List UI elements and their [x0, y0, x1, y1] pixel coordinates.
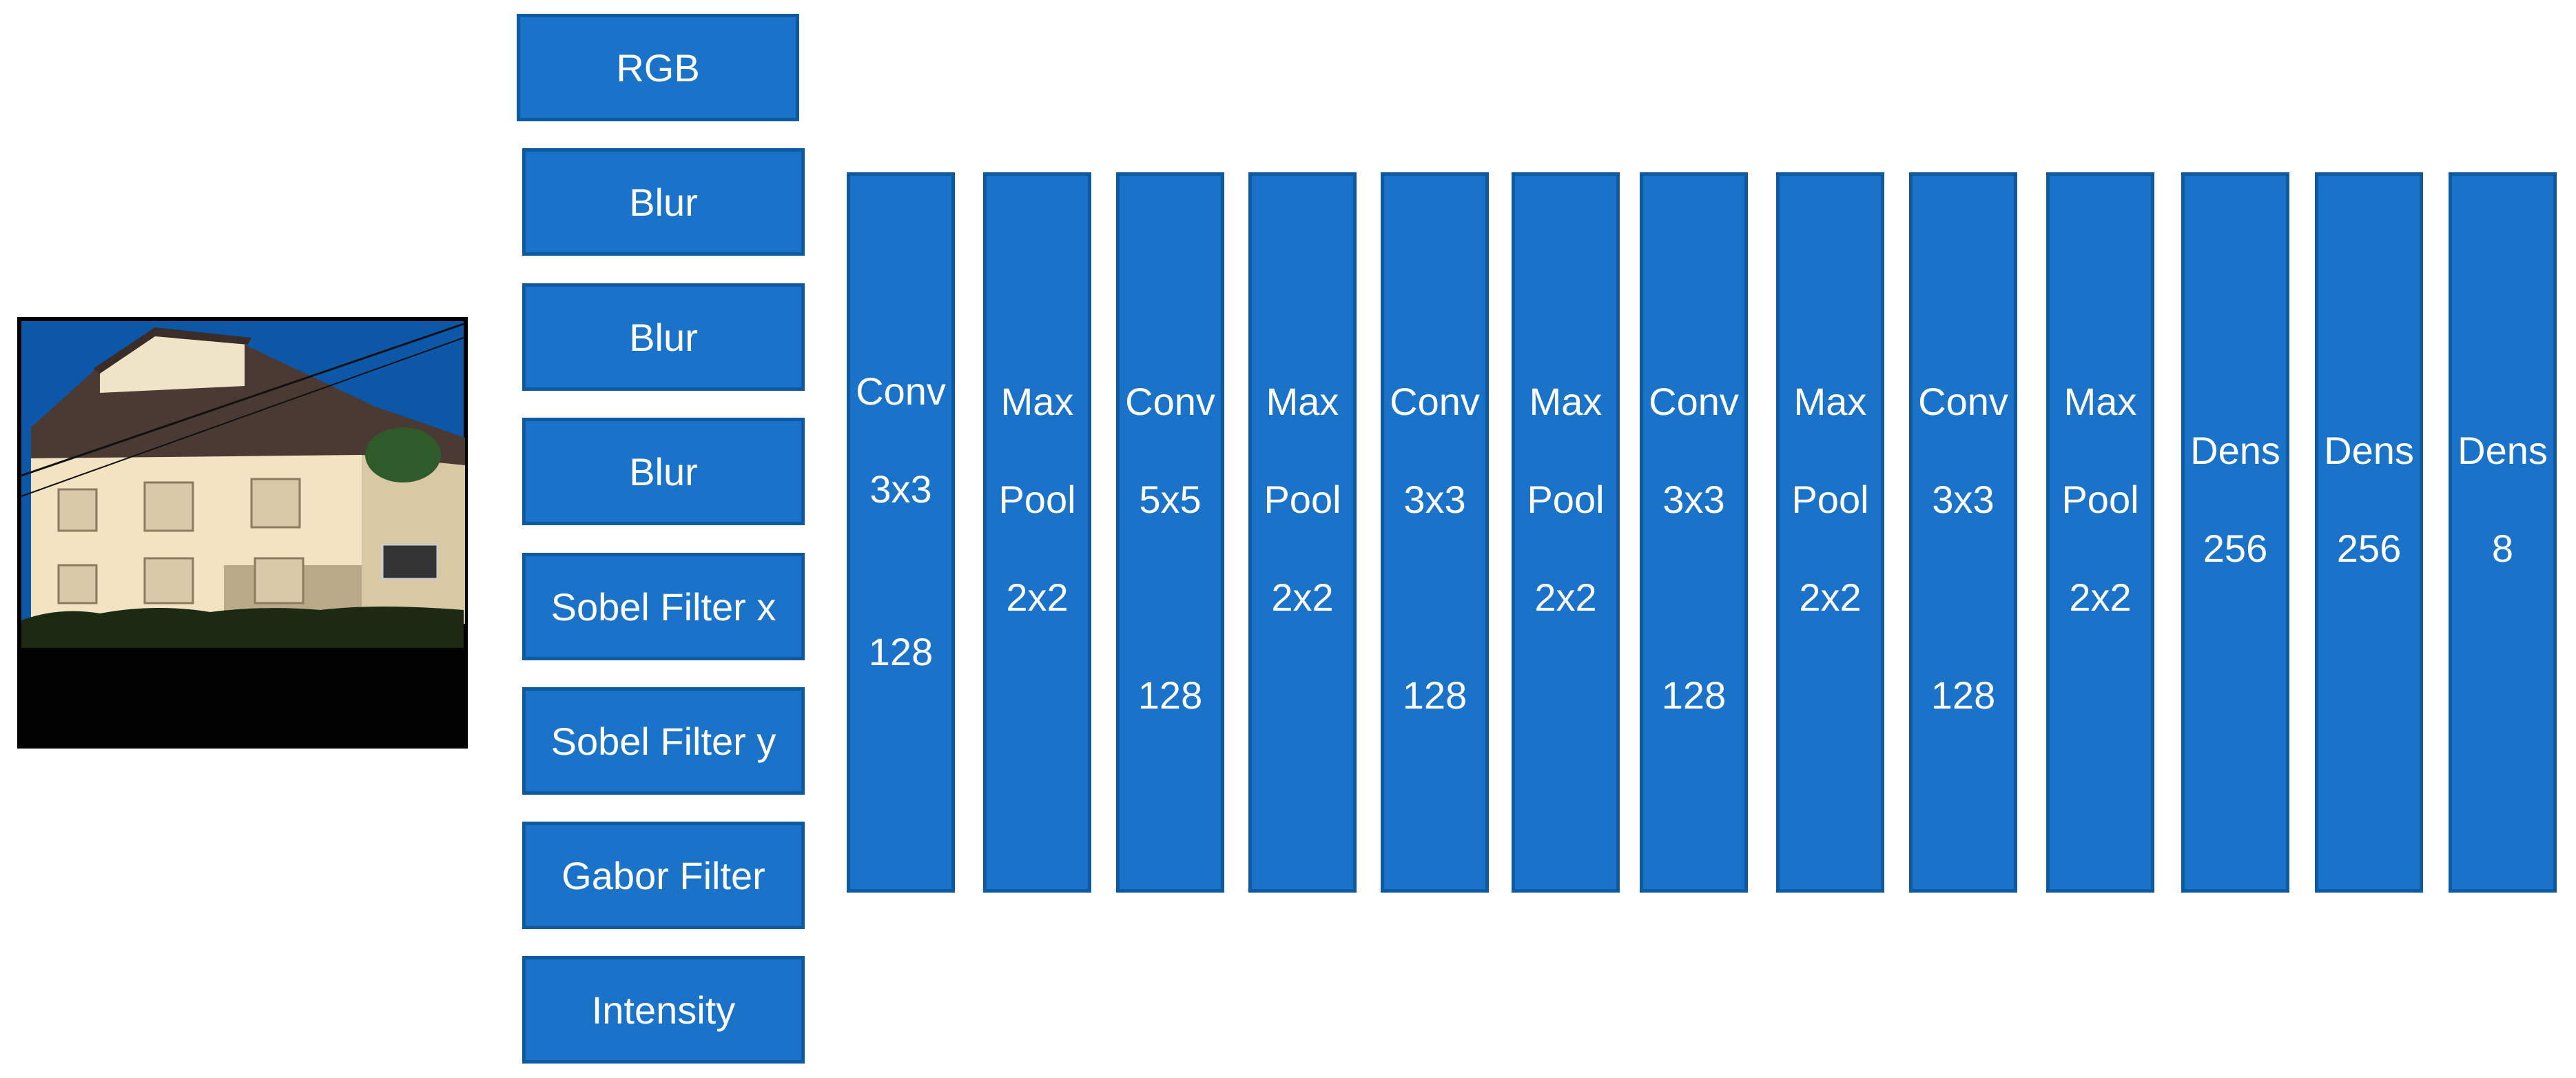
filter-gabor: Gabor Filter [522, 822, 805, 929]
filter-label: RGB [616, 45, 700, 90]
layer-type: Max [1529, 380, 1603, 423]
layer-conv-5: Conv 3x3 128 [1909, 172, 2017, 893]
layer-filters: 128 [1137, 673, 1203, 717]
filter-rgb: RGB [517, 14, 799, 121]
layer-conv-4: Conv 3x3 128 [1640, 172, 1748, 893]
layer-kernel: 3x3 [869, 467, 932, 511]
layer-kernel: 3x3 [1403, 478, 1466, 521]
layer-dense-output: Dens 8 [2449, 172, 2557, 893]
filter-label: Intensity [591, 988, 736, 1032]
layer-subtype: Pool [2061, 478, 2139, 521]
filter-label: Blur [629, 449, 698, 494]
layer-maxpool-3: Max Pool 2x2 [1512, 172, 1620, 893]
layer-subtype: Pool [1264, 478, 1341, 521]
layer-maxpool-4: Max Pool 2x2 [1776, 172, 1884, 893]
input-house-image [17, 317, 468, 749]
filter-blur-3: Blur [522, 418, 805, 525]
layer-maxpool-5: Max Pool 2x2 [2046, 172, 2154, 893]
layer-subtype: Pool [1791, 478, 1869, 521]
layer-kernel: 3x3 [1932, 478, 1995, 521]
layer-size: 2x2 [1271, 576, 1334, 619]
layer-units: 256 [2336, 527, 2402, 570]
layer-dense-1: Dens 256 [2181, 172, 2289, 893]
layer-size: 2x2 [2069, 576, 2132, 619]
layer-subtype: Pool [998, 478, 1076, 521]
filter-sobel-x: Sobel Filter x [522, 553, 805, 660]
house-photo-icon [17, 317, 468, 749]
filter-label: Sobel Filter x [550, 584, 776, 629]
layer-units: 256 [2203, 527, 2268, 570]
layer-type: Dens [2190, 429, 2280, 472]
layer-type: Conv [1390, 380, 1480, 423]
layer-size: 2x2 [1799, 576, 1862, 619]
layer-filters: 128 [1661, 673, 1727, 717]
filter-label: Blur [629, 180, 698, 224]
layer-type: Max [2063, 380, 2137, 423]
layer-conv-3: Conv 3x3 128 [1381, 172, 1489, 893]
layer-type: Conv [856, 369, 946, 413]
filter-blur-2: Blur [522, 283, 805, 391]
filter-label: Sobel Filter y [550, 719, 776, 763]
layer-maxpool-1: Max Pool 2x2 [983, 172, 1091, 893]
filter-intensity: Intensity [522, 956, 805, 1064]
layer-type: Conv [1918, 380, 2008, 423]
filter-blur-1: Blur [522, 148, 805, 256]
layer-type: Dens [2324, 429, 2414, 472]
layer-units: 8 [2491, 527, 2514, 570]
layer-filters: 128 [1402, 673, 1467, 717]
layer-size: 2x2 [1006, 576, 1069, 619]
layer-dense-2: Dens 256 [2315, 172, 2423, 893]
layer-filters: 128 [868, 630, 934, 673]
layer-type: Max [1000, 380, 1074, 423]
filter-label: Blur [629, 315, 698, 359]
layer-conv-1: Conv 3x3 128 [847, 172, 955, 893]
layer-type: Conv [1649, 380, 1739, 423]
layer-conv-2: Conv 5x5 128 [1116, 172, 1224, 893]
layer-size: 2x2 [1534, 576, 1597, 619]
layer-maxpool-2: Max Pool 2x2 [1248, 172, 1357, 893]
filter-label: Gabor Filter [561, 853, 765, 897]
layer-type: Max [1266, 380, 1339, 423]
layer-kernel: 3x3 [1662, 478, 1725, 521]
layer-filters: 128 [1930, 673, 1996, 717]
layer-type: Max [1793, 380, 1867, 423]
layer-type: Dens [2457, 429, 2548, 472]
layer-type: Conv [1125, 380, 1215, 423]
filter-sobel-y: Sobel Filter y [522, 687, 805, 795]
layer-subtype: Pool [1527, 478, 1605, 521]
layer-kernel: 5x5 [1139, 478, 1202, 521]
